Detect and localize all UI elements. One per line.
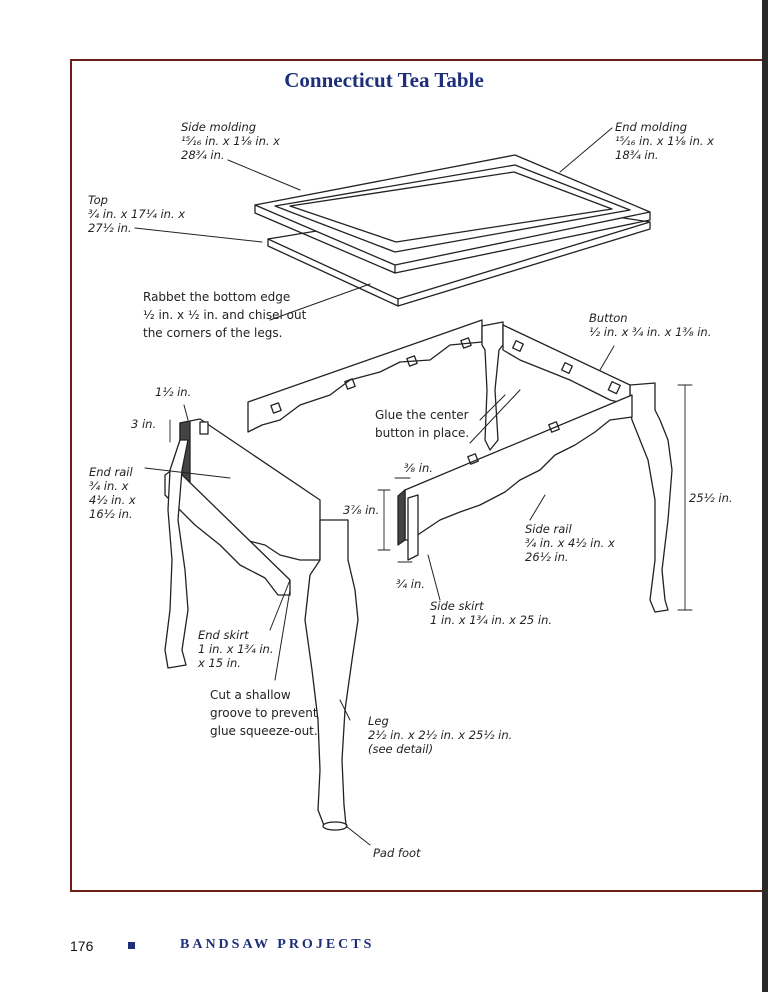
end-rail bbox=[179, 418, 321, 561]
label-side-rail: Side rail ³⁄₄ in. x 4¹⁄₂ in. x 26¹⁄₂ in. bbox=[525, 522, 615, 564]
label-leg: Leg 2¹⁄₂ in. x 2¹⁄₂ in. x 25¹⁄₂ in. (see… bbox=[368, 714, 513, 756]
label-side-molding: Side molding ¹⁵⁄₁₆ in. x 1¹⁄₈ in. x 28³⁄… bbox=[181, 120, 280, 162]
back-legs bbox=[481, 321, 673, 613]
far-end-rail bbox=[502, 324, 631, 406]
label-dim-25-5: 25¹⁄₂ in. bbox=[689, 491, 733, 505]
label-side-skirt: Side skirt 1 in. x 1³⁄₄ in. x 25 in. bbox=[430, 599, 553, 627]
front-side-rail bbox=[397, 394, 633, 546]
figure-frame bbox=[70, 59, 768, 892]
note-groove: Cut a shallow groove to prevent glue squ… bbox=[210, 688, 318, 738]
label-dim-1-5: 1¹⁄₂ in. bbox=[155, 385, 192, 399]
label-end-molding: End molding ¹⁵⁄₁₆ in. x 1¹⁄₈ in. x 18³⁄₄… bbox=[615, 120, 714, 162]
footer-bullet bbox=[128, 942, 135, 949]
front-legs bbox=[164, 439, 359, 831]
back-rail bbox=[247, 319, 483, 433]
label-dim-3-7-8: 3⁷⁄₈ in. bbox=[343, 503, 380, 517]
leader-lines bbox=[134, 127, 615, 846]
page-edge bbox=[762, 0, 768, 992]
label-button: Button ¹⁄₂ in. x ³⁄₄ in. x 1³⁄₈ in. bbox=[589, 311, 712, 339]
note-rabbet: Rabbet the bottom edge ¹⁄₂ in. x ¹⁄₂ in.… bbox=[143, 290, 307, 340]
page-number: 176 bbox=[70, 938, 94, 954]
label-dim-3-4: ³⁄₄ in. bbox=[396, 577, 425, 591]
molding-frame bbox=[254, 154, 651, 274]
side-skirt bbox=[407, 494, 419, 561]
note-glue-center: Glue the center button in place. bbox=[375, 408, 470, 440]
book-title: BANDSAW PROJECTS bbox=[180, 937, 375, 952]
label-dim-3: 3 in. bbox=[131, 417, 157, 431]
diagram-title: Connecticut Tea Table bbox=[284, 68, 484, 92]
label-end-skirt: End skirt 1 in. x 1³⁄₄ in. x 15 in. bbox=[198, 628, 274, 670]
label-end-rail: End rail ³⁄₄ in. x 4¹⁄₂ in. x 16¹⁄₂ in. bbox=[89, 465, 136, 521]
label-dim-3-8: ³⁄₈ in. bbox=[404, 461, 433, 475]
label-top: Top ³⁄₄ in. x 17¹⁄₄ in. x 27¹⁄₂ in. bbox=[88, 193, 186, 235]
label-pad-foot: Pad foot bbox=[373, 846, 421, 860]
dimension-lines bbox=[169, 384, 693, 611]
